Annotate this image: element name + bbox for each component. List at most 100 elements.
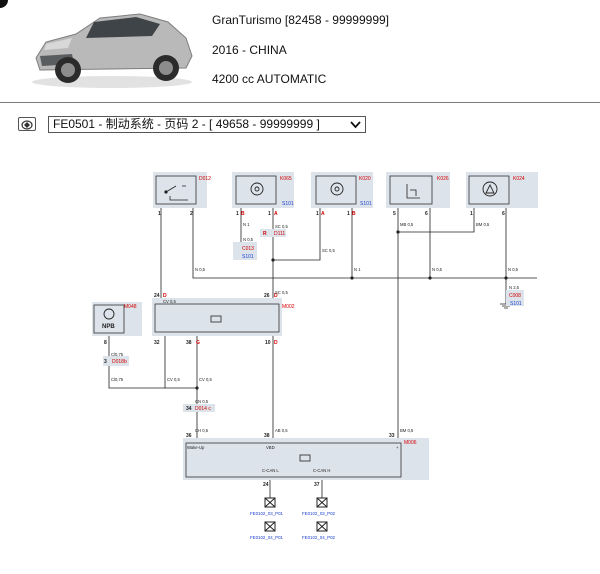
svg-text:38: 38 (186, 340, 192, 346)
svg-text:N 0,5: N 0,5 (243, 237, 254, 242)
svg-text:N 0,5: N 0,5 (508, 267, 519, 272)
svg-text:D: D (274, 293, 278, 299)
link-fe0102-03-p02[interactable]: FE0102_03_P02 (302, 511, 336, 516)
svg-text:+: + (396, 445, 399, 450)
car-image (32, 13, 193, 88)
module-m006-box (183, 438, 429, 480)
label-s101: S101 (242, 254, 254, 260)
label-k065: K065 (280, 176, 292, 182)
svg-text:6: 6 (425, 211, 428, 217)
level-sensor-icon (406, 184, 420, 199)
svg-text:A: A (274, 211, 278, 217)
svg-text:3: 3 (104, 359, 107, 365)
svg-text:1: 1 (316, 211, 319, 217)
sensor-k020-box (311, 172, 373, 208)
svg-text:1: 1 (236, 211, 239, 217)
label-c013: C013 (242, 246, 254, 252)
svg-text:SC 0,5: SC 0,5 (275, 224, 288, 229)
label-m006: M006 (404, 440, 417, 446)
svg-text:A: A (321, 211, 325, 217)
chip-icon (210, 315, 222, 323)
label-c008: C008 (509, 293, 521, 299)
link-fe0102-03-p01[interactable]: FE0102_03_P01 (250, 511, 284, 516)
svg-text:1: 1 (268, 211, 271, 217)
svg-text:VBD: VBD (266, 445, 275, 450)
svg-text:1: 1 (470, 211, 473, 217)
svg-text:BM 0,5: BM 0,5 (476, 222, 490, 227)
warning-icon (482, 181, 498, 197)
svg-text:5: 5 (393, 211, 396, 217)
vehicle-engine: 4200 cc AUTOMATIC (212, 72, 327, 86)
svg-text:Cl0,75: Cl0,75 (111, 352, 124, 357)
svg-text:38: 38 (264, 433, 270, 439)
svg-text:B: B (352, 211, 356, 217)
svg-text:N 0,5: N 0,5 (432, 267, 443, 272)
svg-text:33: 33 (389, 433, 395, 439)
svg-text:10: 10 (265, 340, 271, 346)
svg-text:1: 1 (347, 211, 350, 217)
header-divider (0, 102, 600, 103)
label-k024: K024 (513, 176, 525, 182)
svg-text:MB 0,5: MB 0,5 (400, 222, 414, 227)
svg-text:34: 34 (186, 406, 192, 412)
sensor-k026-box (386, 172, 450, 208)
svg-text:N 1: N 1 (243, 222, 250, 227)
svg-text:6: 6 (502, 211, 505, 217)
svg-text:37: 37 (314, 482, 320, 488)
svg-text:R: R (263, 231, 267, 237)
svg-text:BM 0,5: BM 0,5 (400, 428, 414, 433)
link-fe0102-04-p02[interactable]: FE0102_04_P02 (302, 535, 336, 540)
svg-text:CV 0,5: CV 0,5 (199, 377, 212, 382)
label-s101: S101 (282, 201, 294, 207)
svg-text:N 2,5: N 2,5 (509, 285, 520, 290)
module-m048-box (92, 302, 142, 336)
svg-text:24: 24 (154, 293, 160, 299)
svg-text:D: D (274, 340, 278, 346)
label-d012: D012 (199, 176, 211, 182)
svg-text:AB 0,5: AB 0,5 (275, 428, 288, 433)
chip-icon (299, 454, 311, 462)
svg-text:24: 24 (263, 482, 269, 488)
svg-text:SC 0,5: SC 0,5 (322, 248, 335, 253)
svg-text:D: D (163, 293, 167, 299)
link-icon[interactable] (264, 497, 328, 532)
svg-text:C-CAN L: C-CAN L (262, 468, 279, 473)
chevron-down-icon (350, 121, 361, 129)
link-fe0102-04-p01[interactable]: FE0102_04_P01 (250, 535, 284, 540)
svg-text:2: 2 (190, 211, 193, 217)
sensor-k024-box (466, 172, 538, 208)
svg-text:CV 0,5: CV 0,5 (167, 377, 180, 382)
label-d014c: D014 c (195, 406, 211, 412)
svg-text:32: 32 (154, 340, 160, 346)
vehicle-header: GranTurismo [82458 - 99999999] 2016 - CH… (0, 0, 600, 100)
speed-sensor-icon (250, 182, 344, 196)
label-d111: D111 (274, 231, 285, 237)
svg-text:26: 26 (264, 293, 270, 299)
vehicle-model-icon[interactable] (18, 117, 36, 131)
label-m048: M048 (124, 304, 137, 310)
relay-d012-box (153, 172, 207, 208)
svg-text:C-CAN H: C-CAN H (313, 468, 330, 473)
svg-text:N 1: N 1 (354, 267, 361, 272)
corner-marker (0, 0, 8, 8)
page-selector-value: FE0501 - 制动系统 - 页码 2 - [ 49658 - 9999999… (53, 117, 320, 131)
svg-text:Cl0,75: Cl0,75 (111, 377, 124, 382)
vehicle-year-market: 2016 - CHINA (212, 43, 287, 57)
svg-text:Wake-Up: Wake-Up (187, 445, 205, 450)
page-selector[interactable]: FE0501 - 制动系统 - 页码 2 - [ 49658 - 9999999… (48, 116, 366, 133)
svg-text:CH 0,5: CH 0,5 (195, 428, 209, 433)
label-npb: NPB (102, 324, 115, 330)
label-m002: M002 (282, 304, 295, 310)
svg-text:36: 36 (186, 433, 192, 439)
svg-text:SC 0,5: SC 0,5 (275, 290, 288, 295)
npb-icon (103, 308, 115, 320)
svg-text:N 0,5: N 0,5 (195, 267, 206, 272)
svg-text:1: 1 (158, 211, 161, 217)
label-d018b: D018b (112, 359, 127, 365)
label-s101: S101 (510, 301, 522, 307)
svg-text:CN 0,5: CN 0,5 (195, 399, 209, 404)
label-s101: S101 (360, 201, 372, 207)
label-k020: K020 (359, 176, 371, 182)
svg-text:G: G (196, 340, 200, 346)
